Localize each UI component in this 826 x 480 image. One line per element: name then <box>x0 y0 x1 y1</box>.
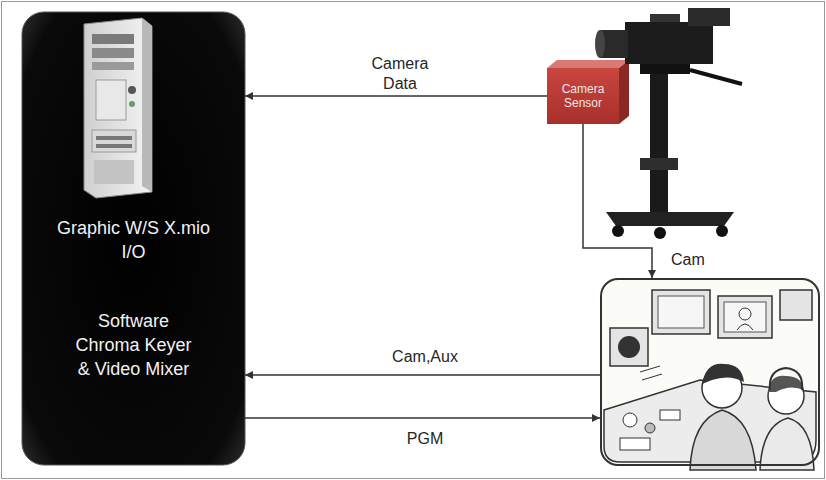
signal-label: PGM <box>404 429 446 449</box>
signal-label: Cam <box>668 250 708 270</box>
signal-label: Cam,Aux <box>389 347 461 367</box>
node-text: Graphic W/S X.mio I/O <box>49 216 219 265</box>
camera-sensor-box: Camera Sensor <box>547 68 619 124</box>
control-room-illustration <box>601 279 819 470</box>
camera-illustration <box>547 8 742 239</box>
control-room-panel <box>600 278 820 466</box>
signal-label: Camera Data <box>352 54 448 94</box>
signal-arrow <box>245 417 600 419</box>
workstation-panel: Graphic W/S X.mio I/O Software Chroma Key… <box>22 12 245 465</box>
signal-arrow <box>245 95 547 97</box>
workstation-panel-fill <box>22 12 245 465</box>
node-text: Camera Sensor <box>551 82 615 111</box>
workstation-illustration <box>84 18 152 198</box>
signal-arrow <box>583 124 652 278</box>
signal-arrow <box>245 374 600 376</box>
node-text: Software Chroma Keyer & Video Mixer <box>69 309 199 382</box>
